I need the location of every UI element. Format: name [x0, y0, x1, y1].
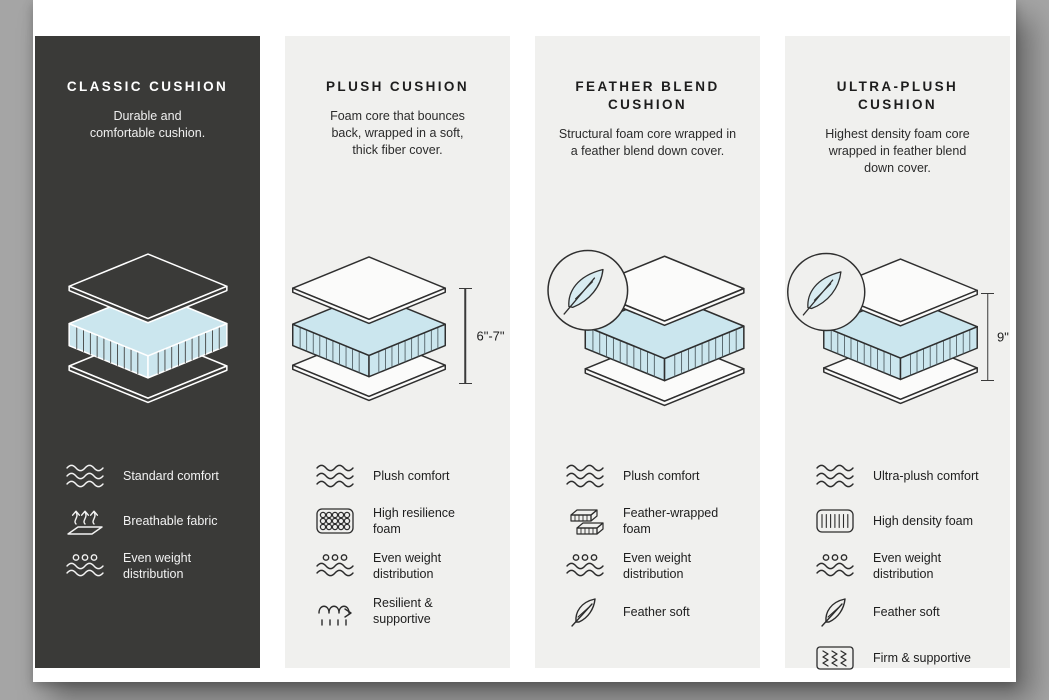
column-classic-cushion: CLASSIC CUSHION Durable and comfortable …: [35, 36, 260, 668]
cushion-layers-illustration: [287, 252, 451, 403]
feature-row: Ultra-plush comfort: [815, 460, 1004, 492]
feature-label: High density foam: [873, 514, 974, 528]
waves-icon: [65, 463, 105, 489]
feature-row: High resilience foam: [315, 505, 504, 537]
feature-row: Even weight distribution: [815, 550, 1004, 582]
feature-row: Feather soft: [565, 595, 754, 629]
cushion-diagram: [535, 214, 760, 440]
feature-list: Plush comfort Feather-wrapped foam Even …: [535, 460, 760, 629]
feature-label: Even weight distribution: [373, 551, 442, 581]
feather-icon: [815, 595, 855, 629]
feature-row: Even weight distribution: [565, 550, 754, 582]
feather-icon: [565, 595, 605, 629]
feature-row: High density foam: [815, 505, 1004, 537]
feature-label: Even weight distribution: [123, 551, 192, 581]
column-feather-blend-cushion: FEATHER BLEND CUSHION Structural foam co…: [535, 36, 760, 668]
foam-bricks-icon: [565, 506, 605, 536]
coil-springs-icon: [815, 643, 855, 673]
feature-label: Ultra-plush comfort: [873, 469, 979, 483]
feature-label: Plush comfort: [373, 469, 450, 483]
feature-row: Plush comfort: [315, 460, 504, 492]
feature-label: Even weight distribution: [873, 551, 942, 581]
cushion-layers-illustration: [63, 249, 233, 405]
column-description: Highest density foam core wrapped in fea…: [825, 127, 970, 175]
cushion-diagram: 9": [785, 214, 1010, 440]
cushion-columns: CLASSIC CUSHION Durable and comfortable …: [33, 0, 1016, 668]
feature-label: Resilient & supportive: [373, 596, 433, 626]
feature-label: Feather soft: [873, 605, 940, 619]
feature-row: Feather-wrapped foam: [565, 505, 754, 537]
column-header: CLASSIC CUSHION Durable and comfortable …: [35, 36, 260, 214]
column-title: FEATHER BLEND CUSHION: [575, 79, 720, 112]
even-weight-icon: [315, 552, 355, 580]
feather-badge-icon: [787, 252, 866, 331]
even-weight-icon: [565, 552, 605, 580]
even-weight-icon: [65, 552, 105, 580]
feature-row: Standard comfort: [65, 460, 254, 492]
measurement-bracket: [981, 292, 994, 381]
cushion-diagram: [35, 214, 260, 440]
feature-label: Feather-wrapped foam: [623, 506, 719, 536]
feature-row: Breathable fabric: [65, 505, 254, 537]
column-title: PLUSH CUSHION: [326, 79, 469, 94]
feature-list: Plush comfort High resilience foam Even …: [285, 460, 510, 627]
cushion-diagram: 6"-7": [285, 214, 510, 440]
waves-icon: [315, 463, 355, 489]
measurement-label: 6"-7": [476, 328, 505, 343]
feature-label: Breathable fabric: [123, 514, 218, 528]
feature-row: Feather soft: [815, 595, 1004, 629]
column-title: CLASSIC CUSHION: [66, 79, 229, 94]
feature-label: Even weight distribution: [623, 551, 692, 581]
feature-label: Plush comfort: [623, 469, 700, 483]
feature-label: Standard comfort: [123, 469, 219, 483]
column-plush-cushion: PLUSH CUSHION Foam core that bounces bac…: [285, 36, 510, 668]
column-description: Structural foam core wrapped in a feathe…: [558, 127, 737, 158]
breathable-fabric-icon: [65, 505, 105, 537]
spring-arrow-icon: [315, 596, 355, 626]
feature-row: Resilient & supportive: [315, 595, 504, 627]
column-title: ULTRA-PLUSH CUSHION: [836, 79, 959, 112]
feature-label: High resilience foam: [373, 506, 455, 536]
column-description: Foam core that bounces back, wrapped in …: [330, 109, 465, 157]
infographic-card: CLASSIC CUSHION Durable and comfortable …: [33, 0, 1016, 682]
cushion-layers-illustration: [547, 249, 745, 407]
dense-foam-icon: [815, 508, 855, 534]
column-header: PLUSH CUSHION Foam core that bounces bac…: [285, 36, 510, 214]
feature-list: Standard comfort Breathable fabric Even …: [35, 460, 260, 582]
feature-row: Even weight distribution: [65, 550, 254, 582]
feature-label: Firm & supportive: [873, 651, 971, 665]
waves-icon: [565, 463, 605, 489]
column-header: ULTRA-PLUSH CUSHION Highest density foam…: [785, 36, 1010, 214]
feature-row: Even weight distribution: [315, 550, 504, 582]
feather-badge-icon: [547, 249, 629, 331]
foam-cells-icon: [315, 507, 355, 535]
measurement-bracket: [458, 287, 472, 384]
cushion-layers-illustration: [787, 252, 978, 404]
feature-row: Plush comfort: [565, 460, 754, 492]
column-ultra-plush-cushion: ULTRA-PLUSH CUSHION Highest density foam…: [785, 36, 1010, 668]
feature-list: Ultra-plush comfort High density foam Ev…: [785, 460, 1010, 674]
feature-row: Firm & supportive: [815, 642, 1004, 674]
waves-icon: [815, 463, 855, 489]
measurement-label: 9": [997, 329, 1009, 344]
column-description: Durable and comfortable cushion.: [89, 109, 206, 140]
feature-label: Feather soft: [623, 605, 690, 619]
even-weight-icon: [815, 552, 855, 580]
column-header: FEATHER BLEND CUSHION Structural foam co…: [535, 36, 760, 214]
